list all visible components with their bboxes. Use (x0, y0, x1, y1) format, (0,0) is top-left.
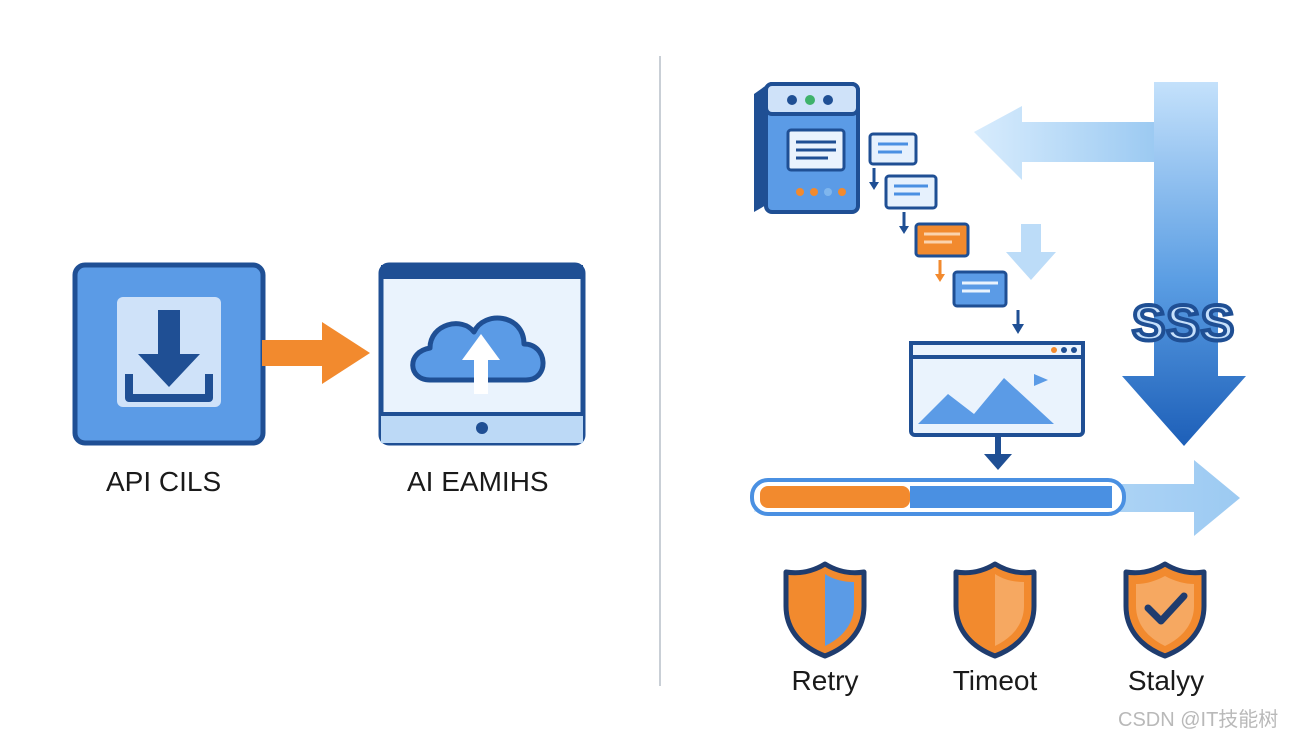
return-arrow-icon (974, 106, 1154, 180)
message-cascade (868, 132, 1024, 334)
download-icon (72, 262, 266, 446)
progress-segment-orange (760, 486, 910, 508)
watermark: CSDN @IT技能树 (1118, 709, 1279, 731)
progress-bar (750, 460, 1240, 536)
cloud-upload-icon (378, 262, 586, 446)
window-down-arrow-icon (984, 436, 1012, 470)
shield-label-stability: Stalуy (1127, 665, 1205, 696)
shield-check-icon (1123, 561, 1207, 659)
message-icon (952, 270, 1008, 308)
image-window-icon (909, 341, 1085, 437)
shield-label-timeout: Timeot (952, 665, 1038, 696)
small-down-arrow-icon (1006, 224, 1056, 280)
message-icon (914, 222, 970, 258)
stack-badge: SSS (1130, 293, 1236, 353)
shield-timeout-icon (953, 561, 1037, 659)
server-icon (754, 82, 860, 214)
panel-divider (659, 56, 661, 686)
progress-segment-blue (910, 486, 1112, 508)
shield-retry-icon (783, 561, 867, 659)
source-label: API CILS (106, 466, 222, 497)
shield-label-retry: Retry (791, 665, 859, 696)
arrow-right-icon (262, 322, 370, 384)
target-label: AI EAMIHS (407, 466, 549, 497)
message-icon (884, 174, 938, 210)
message-icon (868, 132, 918, 166)
down-arrow-icon (1122, 82, 1246, 446)
